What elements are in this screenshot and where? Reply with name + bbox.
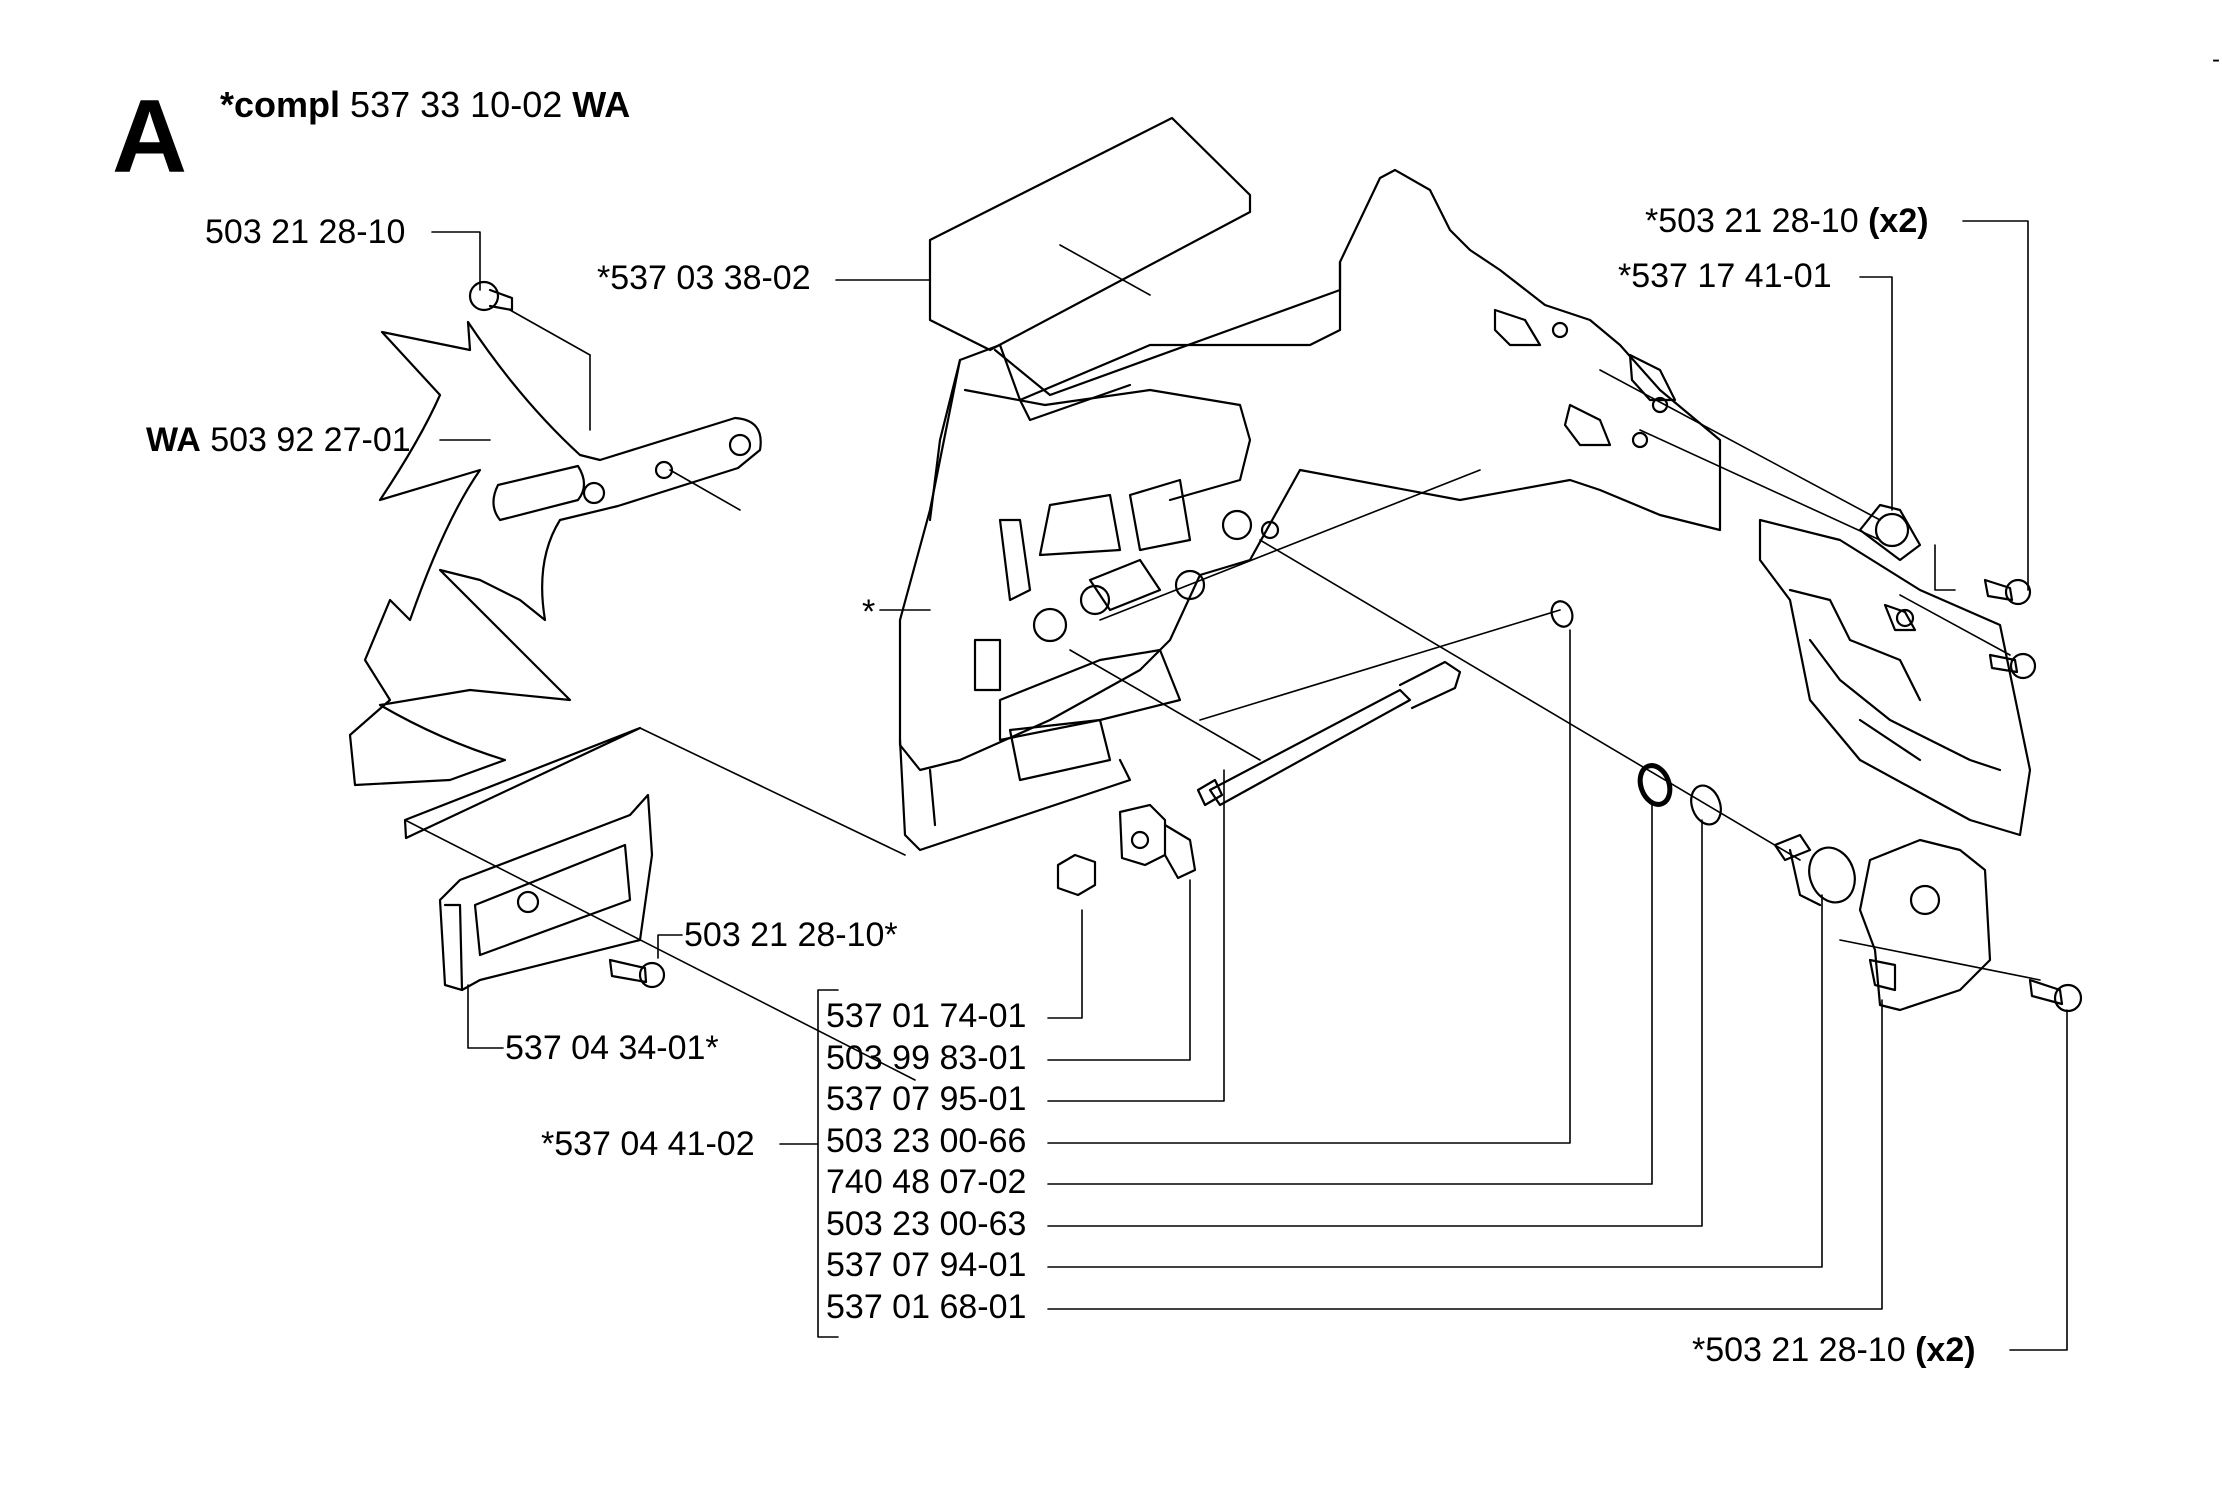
screw-bottom-right-number: *503 21 28-10 xyxy=(1692,1331,1906,1369)
section-letter: A xyxy=(112,79,188,195)
label-screw-right-top: *503 21 28-10 (x2) xyxy=(1645,201,1929,241)
screw-bottom-right-qty: (x2) xyxy=(1915,1331,1976,1369)
nut-parts-shape xyxy=(1056,600,1992,1012)
label-screw-top-left: 503 21 28-10 xyxy=(205,213,406,251)
screw-right-top-number: *503 21 28-10 xyxy=(1645,202,1859,240)
parts-list-item: 503 23 00-66 xyxy=(826,1121,1027,1160)
header-number: 537 33 10-02 xyxy=(350,84,563,125)
parts-list-item: 503 99 83-01 xyxy=(826,1038,1027,1077)
label-decal: *537 03 38-02 xyxy=(597,259,811,297)
decal-shape xyxy=(928,116,1252,352)
main-cover-shape xyxy=(898,168,1722,852)
screws-right-top-shape xyxy=(1983,578,2037,680)
parts-list: 537 01 74-01 503 99 83-01 537 07 95-01 5… xyxy=(826,996,1026,1328)
label-cover-asterisk: * xyxy=(862,593,876,631)
label-guard-part: *537 17 41-01 xyxy=(1618,257,1832,295)
parts-list-item: 537 01 74-01 xyxy=(826,997,1027,1035)
label-spike-bumper: WA 503 92 27-01 xyxy=(146,420,411,460)
spike-bumper-number: 503 92 27-01 xyxy=(210,421,411,459)
screw-top-left-shape xyxy=(468,280,514,312)
parts-list-item: 537 07 94-01 xyxy=(826,1246,1027,1284)
spike-bumper-shape xyxy=(348,320,762,787)
header-prefix: *compl xyxy=(220,84,341,125)
parts-list-item: 503 23 00-63 xyxy=(826,1204,1027,1243)
label-screw-mid: 503 21 28-10* xyxy=(684,916,898,954)
corner-mark: - xyxy=(2212,46,2220,73)
screw-mid-shape xyxy=(608,958,666,989)
screw-bottom-right-shape xyxy=(2028,978,2083,1013)
parts-list-item: 537 07 95-01 xyxy=(826,1080,1027,1118)
screw-right-top-qty: (x2) xyxy=(1868,202,1929,240)
parts-list-item: 537 01 68-01 xyxy=(826,1287,1027,1326)
label-screw-bottom-right: *503 21 28-10 (x2) xyxy=(1692,1330,1976,1370)
parts-list-item: 740 48 07-02 xyxy=(826,1163,1027,1201)
leader-lines xyxy=(404,220,2068,1351)
spike-bumper-prefix: WA xyxy=(146,421,201,459)
assembly-header: *compl 537 33 10-02 WA xyxy=(220,84,630,126)
guard-plate-shape xyxy=(1758,503,2032,837)
tension-plate-shape xyxy=(403,726,654,992)
header-suffix: WA xyxy=(572,84,631,125)
label-group-part: *537 04 41-02 xyxy=(541,1125,755,1163)
label-plate-part: 537 04 34-01* xyxy=(505,1029,719,1067)
